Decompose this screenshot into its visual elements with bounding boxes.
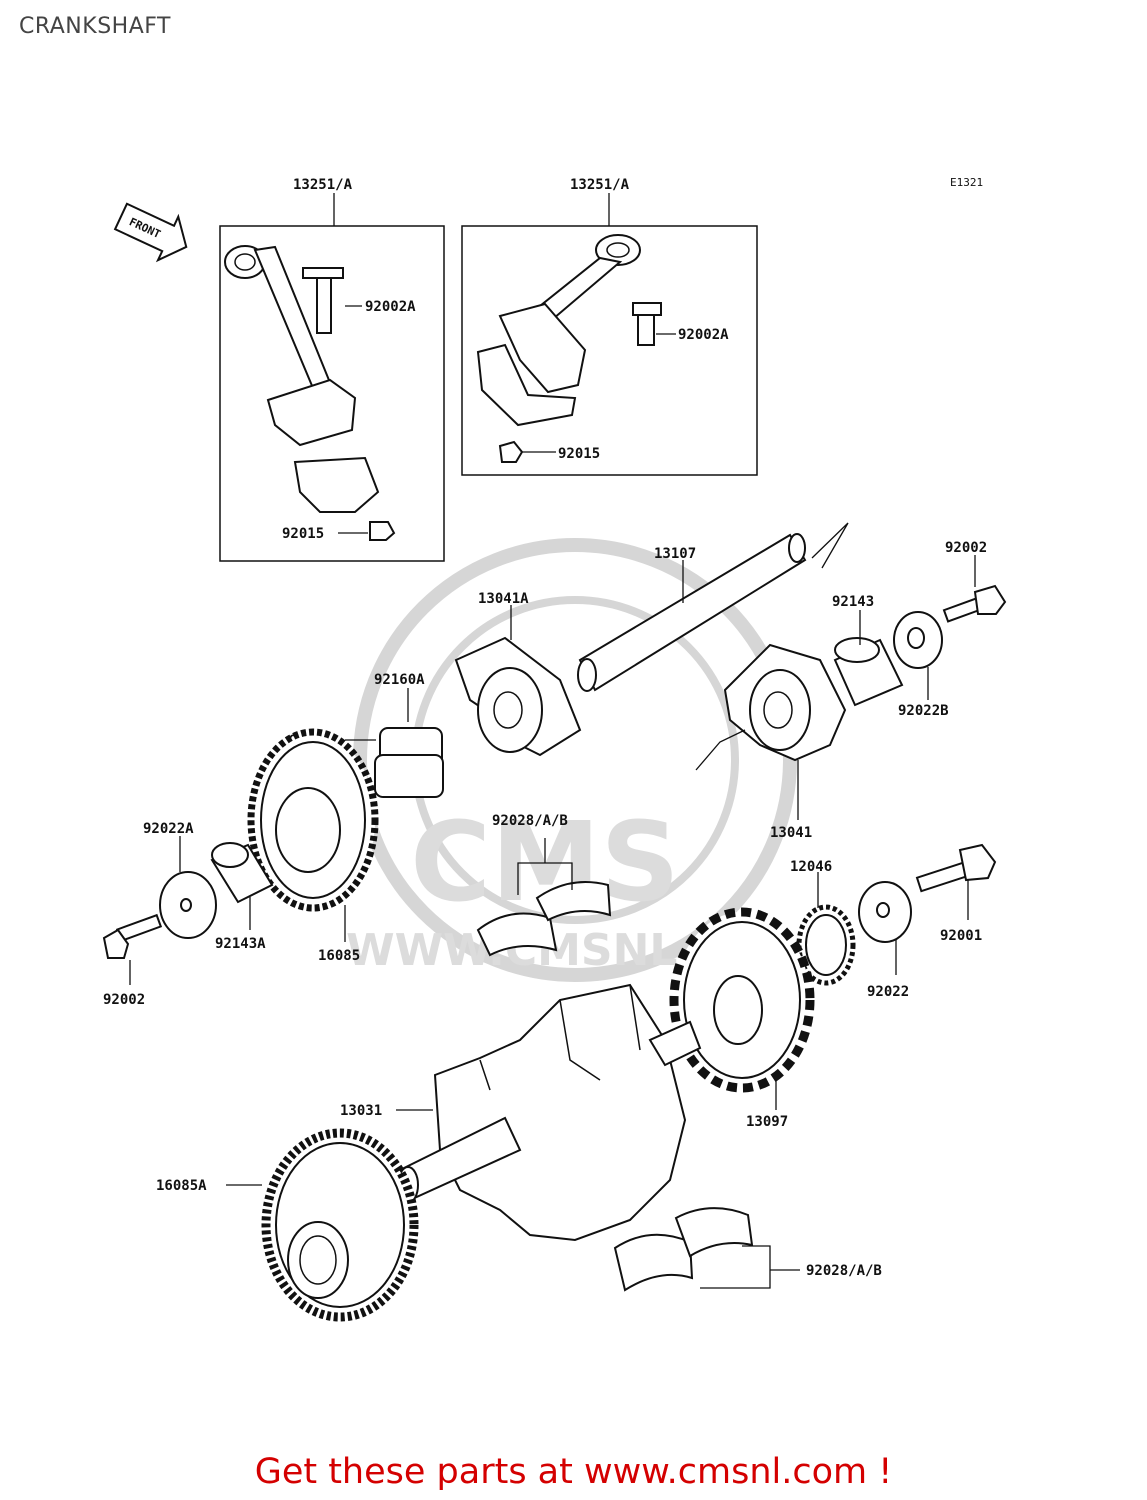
collar-92143: [833, 637, 904, 707]
footer-link[interactable]: Get these parts at www.cmsnl.com !: [254, 1452, 893, 1492]
label-13041a: 13041A: [478, 591, 529, 607]
label-92022b: 92022B: [898, 703, 949, 719]
label-13107: 13107: [654, 546, 696, 562]
crankshaft-13031: [397, 983, 702, 1242]
rod-nut-right: [498, 440, 524, 463]
page-title: CRANKSHAFT: [19, 14, 171, 39]
label-92028-low: 92028/A/B: [806, 1263, 882, 1279]
bearing-shells-mid: [476, 881, 612, 957]
bolt-92002-low-left: [102, 913, 163, 959]
bolt-92001: [915, 843, 997, 893]
gear-12046: [796, 904, 856, 986]
figure-code: E1321: [950, 176, 983, 189]
label-92160a: 92160A: [374, 672, 425, 688]
connecting-rod-left: [224, 245, 380, 513]
label-92143a: 92143A: [215, 936, 266, 952]
label-92002a-right: 92002A: [678, 327, 729, 343]
label-92022: 92022: [867, 984, 909, 1000]
bolt-92002-top-right: [942, 584, 1007, 623]
label-12046: 12046: [790, 859, 832, 875]
label-92001: 92001: [940, 928, 982, 944]
gear-16085: [247, 728, 379, 912]
label-92015-left: 92015: [282, 526, 324, 542]
label-13041: 13041: [770, 825, 812, 841]
label-13031: 13031: [340, 1103, 382, 1119]
label-92015-right: 92015: [558, 446, 600, 462]
connecting-rod-right: [476, 234, 641, 427]
connecting-rod-box-left: [219, 225, 445, 562]
label-13251-right: 13251/A: [570, 177, 630, 193]
washer-92022a: [159, 871, 217, 939]
label-16085: 16085: [318, 948, 360, 964]
label-92002a-left: 92002A: [365, 299, 416, 315]
rod-nut-left: [369, 521, 396, 541]
damper-92160: [374, 727, 444, 798]
bearing-shells-low: [613, 1207, 754, 1292]
label-13251-left: 13251/A: [293, 177, 353, 193]
label-92028-mid: 92028/A/B: [492, 813, 568, 829]
label-92002-top-right: 92002: [945, 540, 987, 556]
hub-13041a: [454, 636, 582, 757]
label-92022a: 92022A: [143, 821, 194, 837]
rod-bolt-left: [302, 267, 344, 334]
collar-92143a: [210, 842, 274, 904]
label-16085a: 16085A: [156, 1178, 207, 1194]
label-92143: 92143: [832, 594, 874, 610]
front-arrow-icon: FRONT: [113, 202, 188, 263]
rod-bolt-right: [632, 302, 662, 346]
shaft-13107: [577, 533, 807, 692]
gear-16085a: [261, 1128, 419, 1322]
hub-13041: [723, 643, 847, 762]
label-13097: 13097: [746, 1114, 788, 1130]
washer-92022: [858, 881, 912, 943]
sprocket-13097: [669, 907, 815, 1093]
washer-92022b: [893, 611, 943, 669]
label-92002-low-left: 92002: [103, 992, 145, 1008]
